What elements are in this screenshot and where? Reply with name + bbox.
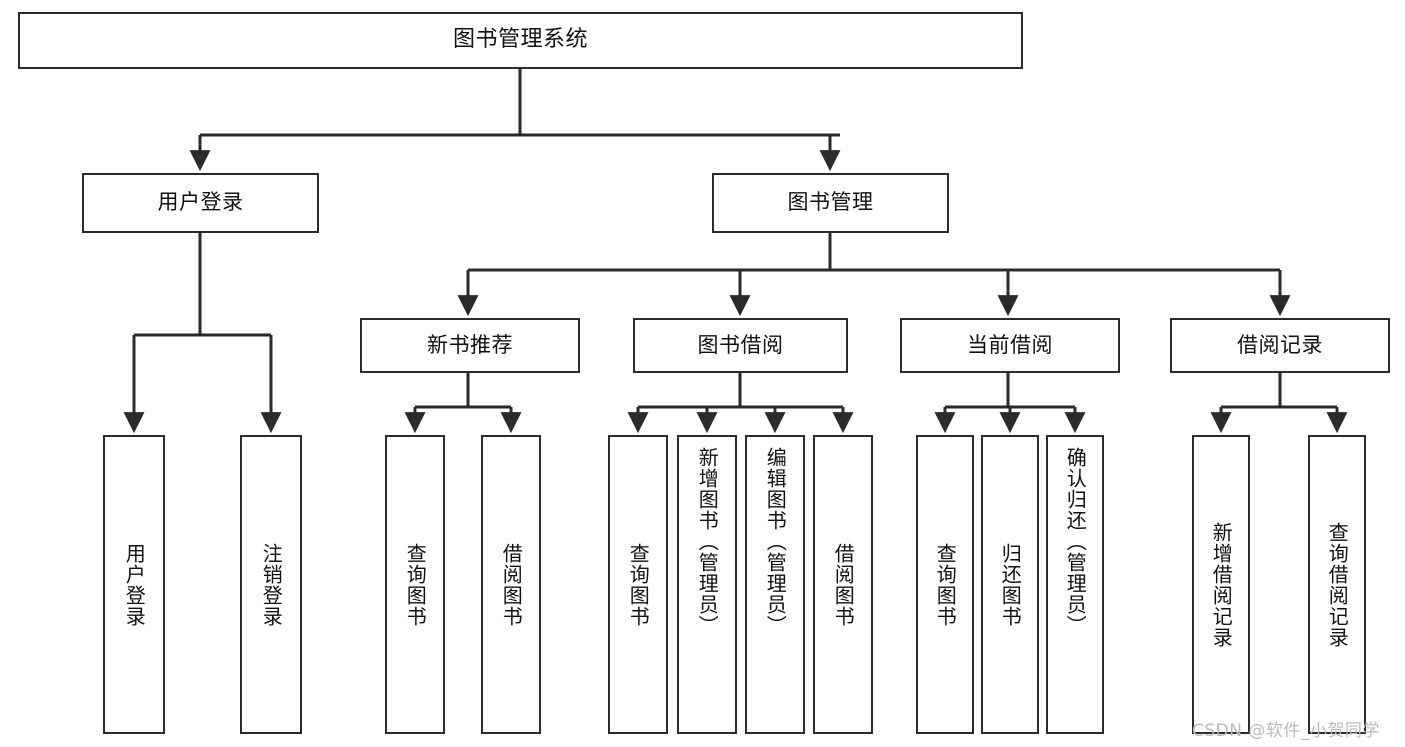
leaf-borrow-query-book[interactable]: 查询图书 xyxy=(608,435,668,734)
leaf-label: 用户登录 xyxy=(122,542,147,627)
node-root[interactable]: 图书管理系统 xyxy=(18,12,1023,69)
leaf-label: 确认归还（管理员） xyxy=(1063,447,1088,636)
leaf-new-books-query-book[interactable]: 查询图书 xyxy=(385,435,445,734)
leaf-label: 查询图书 xyxy=(933,542,958,627)
leaf-records-add-record[interactable]: 新增借阅记录 xyxy=(1192,435,1250,734)
leaf-borrow-add-book-admin[interactable]: 新增图书（管理员） xyxy=(677,435,737,734)
node-book-borrow[interactable]: 图书借阅 xyxy=(633,318,848,373)
csdn-watermark: CSDN @软件_小贺同学 xyxy=(1192,721,1380,741)
leaf-user-login-login[interactable]: 用户登录 xyxy=(103,435,165,734)
leaf-borrow-edit-book-admin[interactable]: 编辑图书（管理员） xyxy=(745,435,805,734)
leaf-current-query-book[interactable]: 查询图书 xyxy=(916,435,974,734)
leaf-label: 查询借阅记录 xyxy=(1325,521,1350,648)
node-book-management[interactable]: 图书管理 xyxy=(712,173,949,233)
node-book-management-label: 图书管理 xyxy=(787,190,874,215)
node-current-borrow[interactable]: 当前借阅 xyxy=(900,318,1120,373)
node-new-book-recommend[interactable]: 新书推荐 xyxy=(360,318,580,373)
node-current-borrow-label: 当前借阅 xyxy=(967,332,1053,357)
leaf-label: 新增借阅记录 xyxy=(1209,521,1234,648)
leaf-label: 新增图书（管理员） xyxy=(695,447,720,636)
leaf-label: 借阅图书 xyxy=(831,542,856,627)
leaf-borrow-borrow-book[interactable]: 借阅图书 xyxy=(813,435,873,734)
leaf-new-books-borrow-book[interactable]: 借阅图书 xyxy=(481,435,541,734)
node-borrow-records[interactable]: 借阅记录 xyxy=(1170,318,1390,373)
leaf-label: 查询图书 xyxy=(403,542,428,627)
node-root-label: 图书管理系统 xyxy=(452,27,588,53)
leaf-label: 归还图书 xyxy=(998,542,1023,627)
node-new-book-recommend-label: 新书推荐 xyxy=(427,332,513,357)
node-borrow-records-label: 借阅记录 xyxy=(1237,332,1323,357)
leaf-label: 借阅图书 xyxy=(499,542,524,627)
leaf-user-login-logout[interactable]: 注销登录 xyxy=(240,435,302,734)
node-book-borrow-label: 图书借阅 xyxy=(697,332,784,357)
leaf-current-confirm-return-admin[interactable]: 确认归还（管理员） xyxy=(1046,435,1104,734)
leaf-records-query-record[interactable]: 查询借阅记录 xyxy=(1308,435,1366,734)
leaf-label: 注销登录 xyxy=(259,542,284,627)
node-user-login-label: 用户登录 xyxy=(157,190,244,215)
leaf-current-return-book[interactable]: 归还图书 xyxy=(981,435,1039,734)
node-user-login[interactable]: 用户登录 xyxy=(82,173,319,233)
leaf-label: 查询图书 xyxy=(626,542,651,627)
leaf-label: 编辑图书（管理员） xyxy=(763,447,788,636)
